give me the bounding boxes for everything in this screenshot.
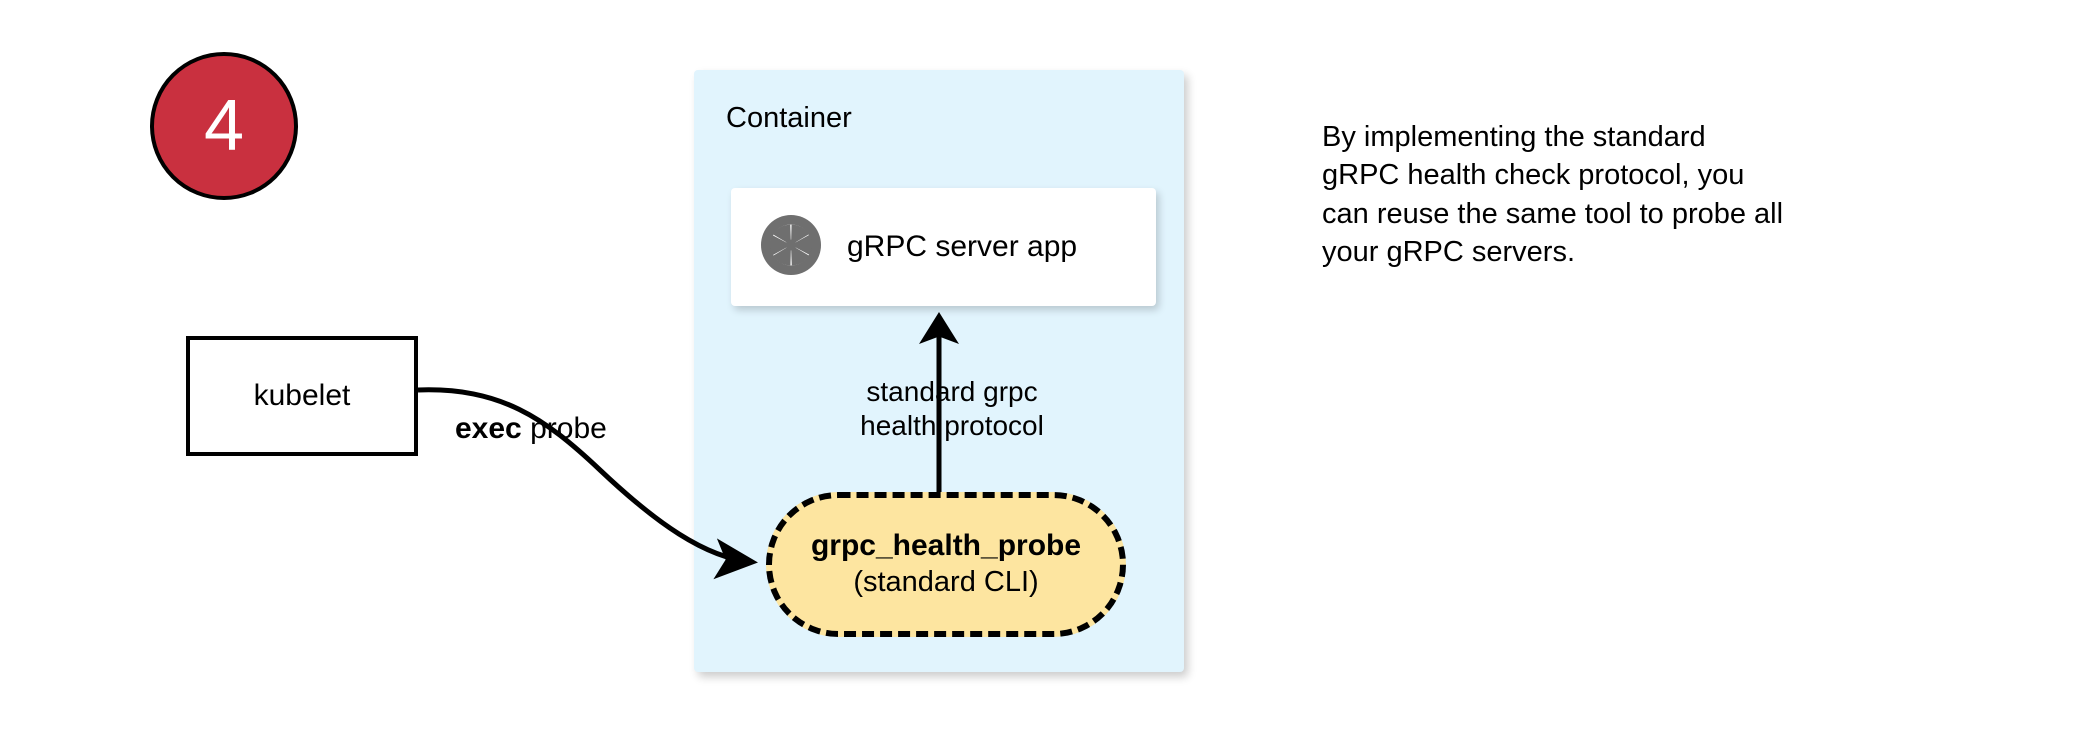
kubelet-label: kubelet bbox=[253, 379, 351, 412]
note-line-1: By implementing the standard bbox=[1322, 121, 1706, 153]
grpc-server-app-card: gRPC server app bbox=[731, 188, 1156, 306]
step-number-badge: 4 bbox=[150, 52, 298, 200]
note-line-2: gRPC health check protocol, you bbox=[1322, 159, 1745, 192]
probe-subtitle-label: (standard CLI) bbox=[853, 566, 1039, 599]
grpc-server-app-label: gRPC server app bbox=[847, 230, 1078, 263]
health-protocol-line-1: standard grpc bbox=[866, 376, 1038, 407]
grpc-health-probe-node: grpc_health_probe (standard CLI) bbox=[766, 492, 1126, 637]
note-line-4: your gRPC servers. bbox=[1322, 235, 1576, 268]
health-protocol-line-2: health protocol bbox=[860, 410, 1044, 442]
step-number-text: 4 bbox=[203, 86, 245, 166]
probe-name-label: grpc_health_probe bbox=[810, 529, 1082, 563]
explanatory-note: By implementing the standard gRPC health… bbox=[1322, 118, 1902, 271]
container-title: Container bbox=[726, 102, 852, 134]
note-line-3: can reuse the same tool to probe all bbox=[1322, 197, 1784, 230]
exec-probe-strong-text: exec bbox=[455, 412, 522, 445]
health-protocol-edge-label: standard grpc health protocol bbox=[837, 375, 1067, 443]
exec-probe-rest-text: probe bbox=[521, 412, 607, 445]
exec-probe-edge-label: exec probe bbox=[455, 412, 607, 446]
aperture-icon bbox=[757, 211, 825, 284]
kubelet-node: kubelet bbox=[186, 336, 418, 456]
